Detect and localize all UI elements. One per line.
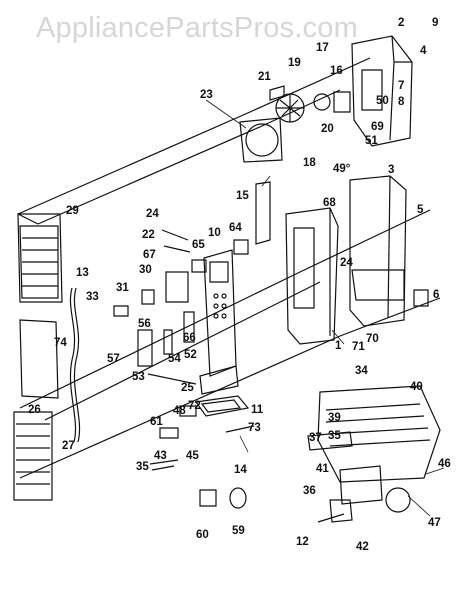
control-panel	[200, 250, 238, 394]
callout-16: 16	[330, 65, 343, 77]
callout-18: 18	[303, 157, 316, 169]
callout-70: 70	[366, 333, 379, 345]
blower-housing	[240, 92, 350, 162]
callout-47: 47	[428, 517, 441, 529]
callout-60: 60	[196, 529, 209, 541]
callout-50: 50	[376, 95, 389, 107]
callout-17: 17	[316, 42, 329, 54]
callout-41: 41	[316, 463, 329, 475]
callout-49deg: 49°	[333, 163, 351, 175]
callout-9: 9	[432, 17, 439, 29]
callout-5: 5	[417, 204, 424, 216]
callout-52: 52	[184, 349, 197, 361]
callout-61: 61	[150, 416, 163, 428]
callout-1: 1	[335, 340, 342, 352]
control-cabinet	[352, 36, 412, 146]
callout-51: 51	[365, 135, 378, 147]
callout-3: 3	[388, 164, 395, 176]
cabinet-shell	[18, 58, 440, 478]
callout-67: 67	[143, 249, 156, 261]
callout-14: 14	[234, 464, 247, 476]
callout-40: 40	[410, 381, 423, 393]
callout-6: 6	[433, 289, 440, 301]
callout-22: 22	[142, 229, 155, 241]
callout-74: 74	[54, 337, 67, 349]
callout-12: 12	[296, 536, 309, 548]
callout-45: 45	[186, 450, 199, 462]
callout-24: 24	[146, 208, 159, 220]
callout-15: 15	[236, 190, 249, 202]
callout-72: 72	[188, 400, 201, 412]
callout-66: 66	[183, 332, 196, 344]
callout-42: 42	[356, 541, 369, 553]
callout-20: 20	[321, 123, 334, 135]
callout-23: 23	[200, 89, 213, 101]
callout-33: 33	[86, 291, 99, 303]
callout-13: 13	[76, 267, 89, 279]
burner-cabinet	[350, 176, 406, 326]
callout-37: 37	[309, 432, 322, 444]
callout-30: 30	[139, 264, 152, 276]
callout-68: 68	[323, 197, 336, 209]
small-parts	[114, 86, 428, 384]
bottom-parts	[200, 488, 246, 508]
callout-48: 48	[173, 405, 186, 417]
callout-27: 27	[62, 440, 75, 452]
callout-57: 57	[107, 353, 120, 365]
callout-69: 69	[371, 121, 384, 133]
callout-34: 34	[355, 365, 368, 377]
callout-11: 11	[251, 404, 264, 416]
callout-26: 26	[28, 404, 41, 416]
callout-36: 36	[303, 485, 316, 497]
callout-25: 25	[181, 382, 194, 394]
callout-7: 7	[398, 80, 405, 92]
callout-43: 43	[154, 450, 167, 462]
callout-65: 65	[192, 239, 205, 251]
callout-10: 10	[208, 227, 221, 239]
callout-56: 56	[138, 318, 151, 330]
front-panel-door	[20, 320, 58, 398]
callout-35b: 35	[136, 461, 149, 473]
callout-4: 4	[420, 45, 427, 57]
leader-lines	[206, 100, 444, 516]
callout-71: 71	[352, 341, 365, 353]
callout-2: 2	[398, 17, 405, 29]
drip-tray	[150, 396, 254, 470]
callout-35: 35	[328, 430, 341, 442]
callout-73: 73	[248, 422, 261, 434]
callout-31: 31	[116, 282, 129, 294]
callout-46: 46	[438, 458, 451, 470]
callout-53: 53	[132, 371, 145, 383]
callout-39: 39	[328, 412, 341, 424]
burner-assembly	[308, 386, 440, 522]
callout-24b: 24	[340, 257, 353, 269]
front-grille-bottom	[14, 412, 52, 500]
callout-8: 8	[398, 96, 405, 108]
callout-21: 21	[258, 71, 271, 83]
callout-29: 29	[66, 205, 79, 217]
heat-exchanger-housing	[286, 208, 338, 344]
callout-59: 59	[232, 525, 245, 537]
flexible-tube	[70, 288, 79, 442]
front-grille-top	[18, 214, 62, 302]
callout-54: 54	[168, 353, 181, 365]
watermark: AppliancePartsPros.com	[36, 12, 358, 44]
callout-64: 64	[229, 222, 242, 234]
callout-19: 19	[288, 57, 301, 69]
